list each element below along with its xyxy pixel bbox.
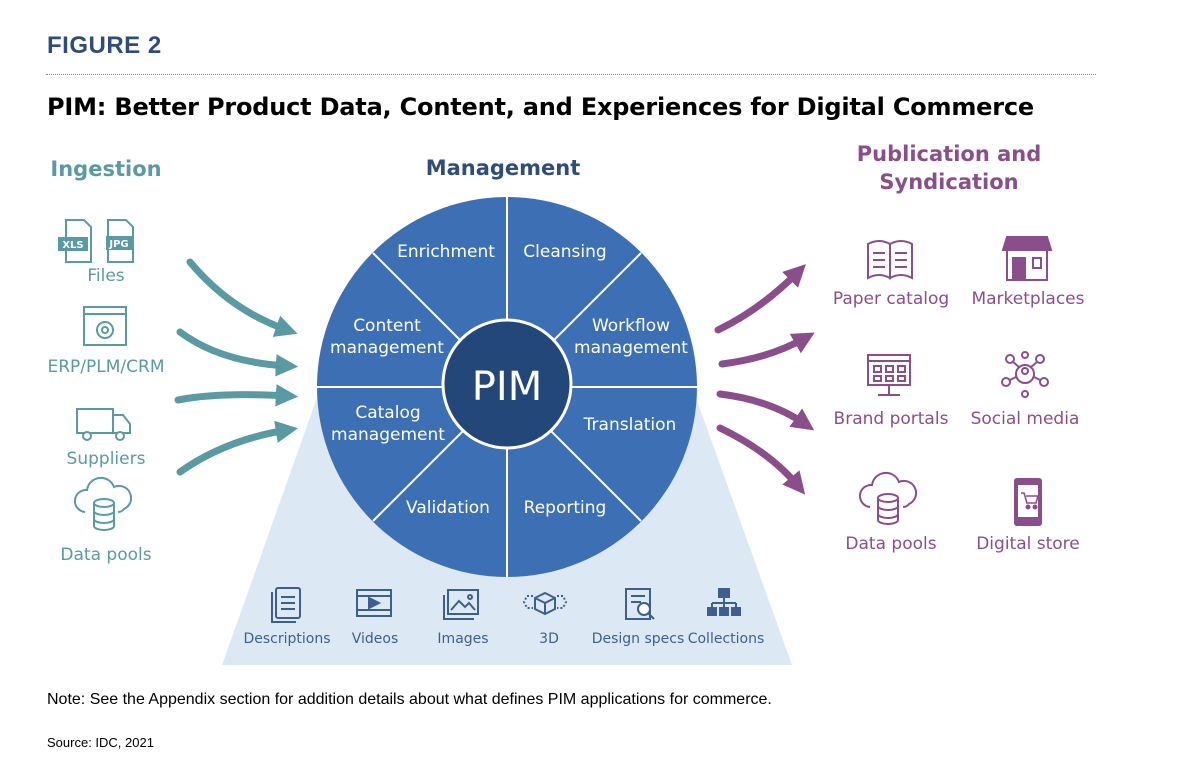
ingestion-erp-label: ERP/PLM/CRM bbox=[48, 357, 165, 377]
truck-icon bbox=[76, 408, 131, 441]
segment-cleansing: Cleansing bbox=[523, 242, 606, 262]
asset-collections-label: Collections bbox=[688, 631, 765, 647]
ingestion-arrow bbox=[176, 328, 299, 377]
publication-digital-store-label: Digital store bbox=[976, 534, 1080, 554]
segment-validation: Validation bbox=[406, 498, 490, 518]
monitor-grid-icon bbox=[867, 354, 911, 396]
asset-3d-label: 3D bbox=[539, 631, 559, 647]
pim-hub-label: PIM bbox=[472, 364, 542, 410]
asset-descriptions-label: Descriptions bbox=[243, 631, 330, 647]
publication-paper-catalog-label: Paper catalog bbox=[833, 289, 949, 309]
dotted-divider bbox=[46, 74, 1096, 75]
social-network-icon bbox=[1001, 351, 1049, 398]
document-search-icon bbox=[625, 588, 655, 620]
hierarchy-icon bbox=[707, 588, 741, 616]
publication-arrow bbox=[716, 390, 815, 431]
document-icon bbox=[271, 587, 301, 623]
open-book-icon bbox=[867, 240, 913, 280]
management-wheel: PIM Enrichment Cleansing Workflow manage… bbox=[317, 197, 697, 577]
files-icon bbox=[58, 219, 134, 263]
storefront-icon bbox=[1001, 236, 1053, 281]
figure-source: Source: IDC, 2021 bbox=[47, 735, 154, 750]
ingestion-arrow bbox=[186, 258, 298, 337]
video-icon bbox=[356, 589, 392, 617]
ingestion-arrow bbox=[174, 384, 299, 407]
publication-datapools-label: Data pools bbox=[845, 534, 936, 554]
pim-hub bbox=[441, 318, 573, 450]
segment-workflow-line1: Workflow bbox=[592, 316, 670, 336]
figure-label: FIGURE 2 bbox=[47, 32, 162, 59]
segment-catalog-line1: Catalog bbox=[355, 403, 420, 423]
ingestion-files-label: Files bbox=[87, 266, 124, 286]
segment-translation: Translation bbox=[583, 415, 677, 435]
publication-brand-portals-label: Brand portals bbox=[834, 409, 949, 429]
asset-images-label: Images bbox=[437, 631, 488, 647]
files-badge-jpg: JPG bbox=[108, 239, 128, 250]
publication-arrow bbox=[718, 332, 815, 368]
files-badge-xls: XLS bbox=[62, 240, 83, 251]
ingestion-suppliers-label: Suppliers bbox=[67, 449, 146, 469]
asset-design-specs-label: Design specs bbox=[592, 631, 685, 647]
gear-window-icon bbox=[83, 306, 127, 346]
segment-catalog-line2: management bbox=[331, 425, 445, 445]
segment-content-line1: Content bbox=[353, 316, 421, 336]
cloud-database-icon bbox=[73, 476, 133, 531]
management-heading: Management bbox=[426, 156, 581, 180]
publication-heading-line2: Syndication bbox=[879, 170, 1018, 194]
cloud-database-icon bbox=[858, 471, 918, 525]
asset-videos-label: Videos bbox=[352, 631, 399, 647]
segment-content-line2: management bbox=[330, 338, 444, 358]
mobile-cart-icon bbox=[1014, 478, 1042, 526]
ingestion-datapools-label: Data pools bbox=[60, 545, 151, 565]
ingestion-arrow bbox=[176, 420, 299, 476]
segment-enrichment: Enrichment bbox=[397, 242, 495, 262]
segment-reporting: Reporting bbox=[524, 498, 607, 518]
figure-note: Note: See the Appendix section for addit… bbox=[47, 691, 772, 708]
figure-title: PIM: Better Product Data, Content, and E… bbox=[47, 93, 1034, 121]
publication-social-media-label: Social media bbox=[971, 409, 1080, 429]
cube-3d-icon bbox=[522, 591, 568, 616]
publication-heading-line1: Publication and bbox=[857, 142, 1041, 166]
ingestion-heading: Ingestion bbox=[50, 157, 161, 181]
segment-workflow-line2: management bbox=[574, 338, 688, 358]
images-icon bbox=[443, 589, 479, 620]
publication-arrow bbox=[716, 424, 806, 495]
publication-marketplaces-label: Marketplaces bbox=[971, 289, 1084, 309]
publication-arrow bbox=[714, 264, 806, 334]
